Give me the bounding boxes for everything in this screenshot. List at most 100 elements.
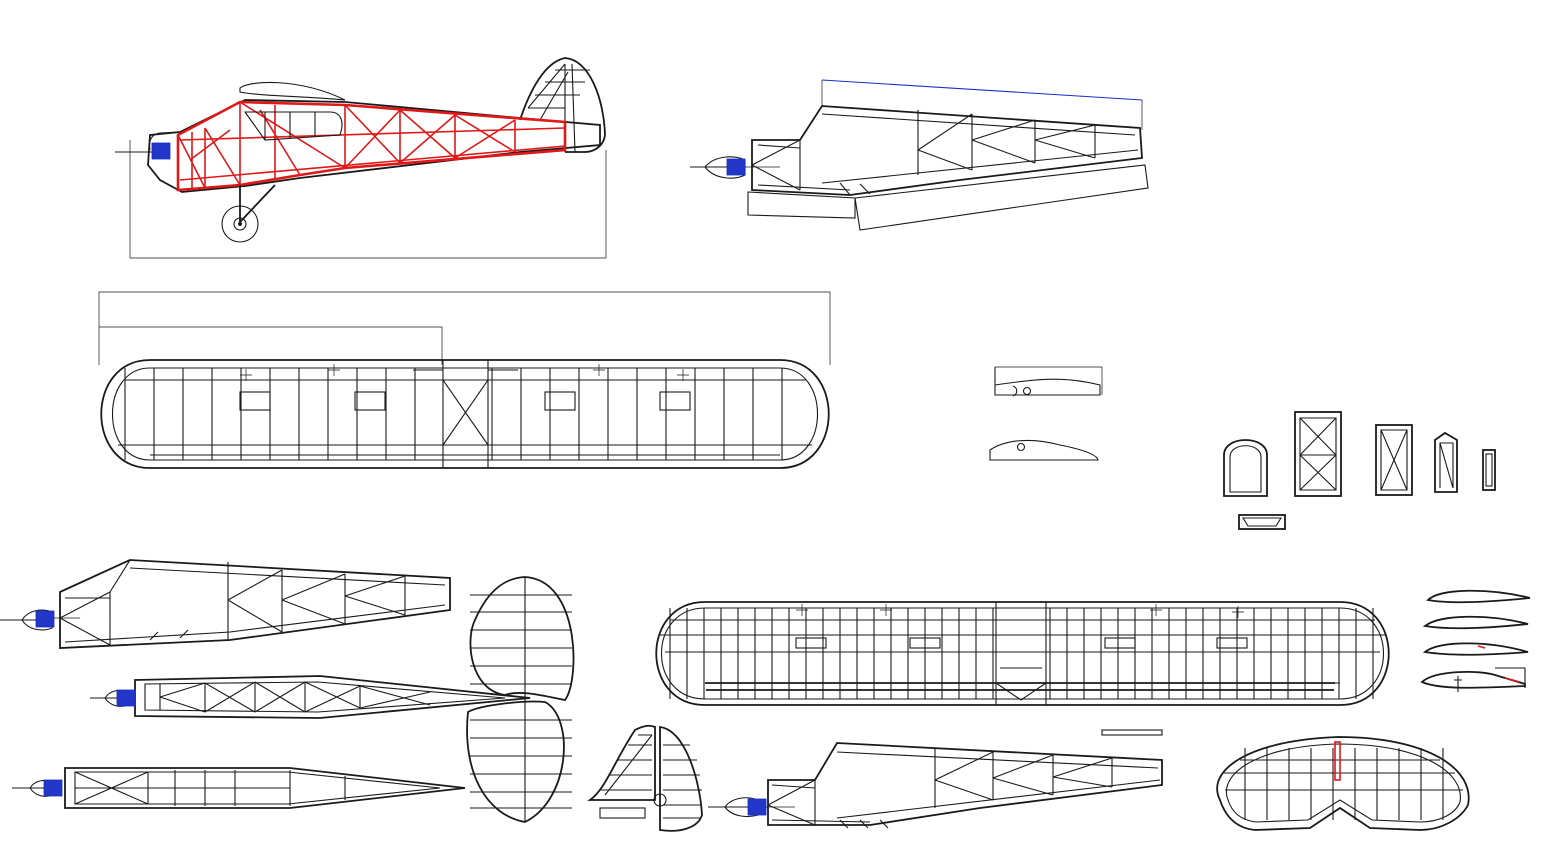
spar-strip-part	[1101, 729, 1163, 736]
airfoil-section-4-details	[1454, 667, 1526, 692]
former-slim-inner	[1485, 453, 1493, 487]
tailplane-center-spar-highlight	[1334, 741, 1341, 781]
servo-bay-left-inner	[354, 391, 386, 411]
frame-longerons	[64, 567, 446, 643]
wing-seat-part	[747, 191, 856, 219]
vertical-fin-ribs	[527, 63, 590, 153]
wing-plan-upper	[98, 291, 831, 469]
cabin-window-frames	[264, 112, 316, 140]
wheel-icon	[221, 205, 259, 243]
servo-mark-crosses	[240, 364, 689, 381]
part-cutout	[1012, 385, 1018, 397]
motor-icon	[747, 798, 767, 816]
dashboard-inner	[1242, 517, 1282, 527]
fuselage-truss-highlight	[176, 100, 567, 192]
fuselage-side-frame-bottom	[708, 742, 1163, 829]
servo-bay-4	[1216, 637, 1248, 649]
frame-longerons	[757, 113, 1139, 191]
aileron-hinge-line	[705, 682, 1335, 691]
airfoil-sections	[1420, 589, 1531, 692]
wing-inner-outline	[111, 367, 819, 461]
reference-ticks	[821, 80, 1143, 130]
former-arch-inner	[1229, 445, 1262, 493]
former-narrow-frame	[1434, 431, 1458, 493]
airfoil-section-2	[1422, 615, 1529, 630]
truss-diagonals-highlight	[177, 101, 516, 190]
rudder-plan	[587, 724, 703, 832]
servo-bay-2	[909, 637, 941, 649]
landing-gear-strut	[239, 184, 276, 223]
wing-center-section	[442, 360, 489, 468]
tailplane-inner-outline	[1225, 743, 1461, 823]
former-cross-bracing	[1380, 429, 1408, 491]
wing-ribs	[124, 368, 783, 460]
cowl-outline	[148, 131, 181, 151]
airfoil-section-3	[1422, 642, 1529, 656]
fuselage-frame-outline	[59, 559, 451, 649]
servo-bay-1	[795, 637, 827, 649]
motor-icon	[726, 158, 746, 176]
wing-spars	[660, 619, 1385, 684]
fuselage-frame-outline	[751, 105, 1143, 196]
frame-diagonals	[751, 110, 1096, 196]
frame-diagonals	[59, 559, 406, 646]
tailplane-plan	[1216, 736, 1470, 831]
former-large-bracing	[1299, 417, 1337, 491]
lower-fuselage-part	[854, 164, 1149, 231]
motor-icon	[43, 779, 63, 797]
servo-mark-crosses	[796, 604, 1244, 618]
former-large-frame	[1294, 411, 1342, 497]
wing-outline	[655, 601, 1390, 706]
rudder-ribs	[663, 744, 702, 819]
former-arch	[1223, 439, 1268, 497]
fuselage-frame-outline	[767, 742, 1163, 826]
stabilizer-ribs	[470, 594, 572, 809]
wheel-hub	[233, 217, 247, 231]
former-narrow-bracing	[1439, 442, 1454, 489]
nose-block-part	[994, 367, 1101, 396]
former-slim-frame	[1482, 449, 1496, 491]
fuselage-side-frame-top	[690, 79, 1149, 231]
motor-icon	[151, 142, 171, 160]
bottom-view-bracing	[74, 770, 346, 806]
tailplane-spars	[1222, 759, 1463, 791]
airfoil-spar-highlight	[1477, 645, 1486, 649]
wing-airfoil-section	[239, 81, 346, 101]
fuselage-outline	[147, 99, 601, 193]
motor-icon	[35, 610, 55, 628]
servo-bay-right-inner	[544, 391, 576, 411]
part-dimension-line	[995, 366, 1103, 395]
truss-longerons-highlight	[179, 127, 566, 181]
wing-spars	[118, 379, 812, 456]
reference-line	[821, 79, 1143, 101]
dashboard-part	[1238, 514, 1286, 530]
servo-bay-left-outer	[239, 391, 271, 411]
frame-diagonals	[767, 748, 1113, 829]
wing-plan-lower	[655, 601, 1390, 736]
wing-outline	[100, 359, 830, 469]
rudder-base-part	[599, 807, 646, 819]
wing-dimension-lines	[98, 291, 831, 365]
fin-ribs	[600, 734, 653, 796]
frame-longerons	[771, 751, 1161, 823]
fuselage-bottom-outline	[64, 767, 466, 809]
servo-bay-right-outer	[659, 391, 691, 411]
tailplane-outline	[1216, 736, 1470, 831]
fuselage-side-view-assembly	[115, 57, 607, 259]
wing-center-section	[995, 602, 1047, 705]
top-view-bracing	[159, 681, 431, 713]
vertical-fin-outline	[519, 57, 606, 153]
fuselage-bottom-inner	[74, 771, 441, 805]
wing-inner-outline	[661, 607, 1384, 700]
motor-icon	[116, 689, 136, 707]
wing-root-rib-part	[989, 439, 1099, 461]
wing-ribs	[669, 608, 1374, 699]
fuselage-top-view	[90, 675, 531, 719]
fuselage-top-outline	[134, 675, 531, 719]
tailplane-ribs	[1244, 748, 1444, 820]
former-cross-frame	[1375, 424, 1413, 496]
airfoil-section-4-highlight	[1504, 677, 1521, 683]
hinge-point	[653, 793, 667, 807]
fin-fixed-part	[587, 724, 656, 801]
